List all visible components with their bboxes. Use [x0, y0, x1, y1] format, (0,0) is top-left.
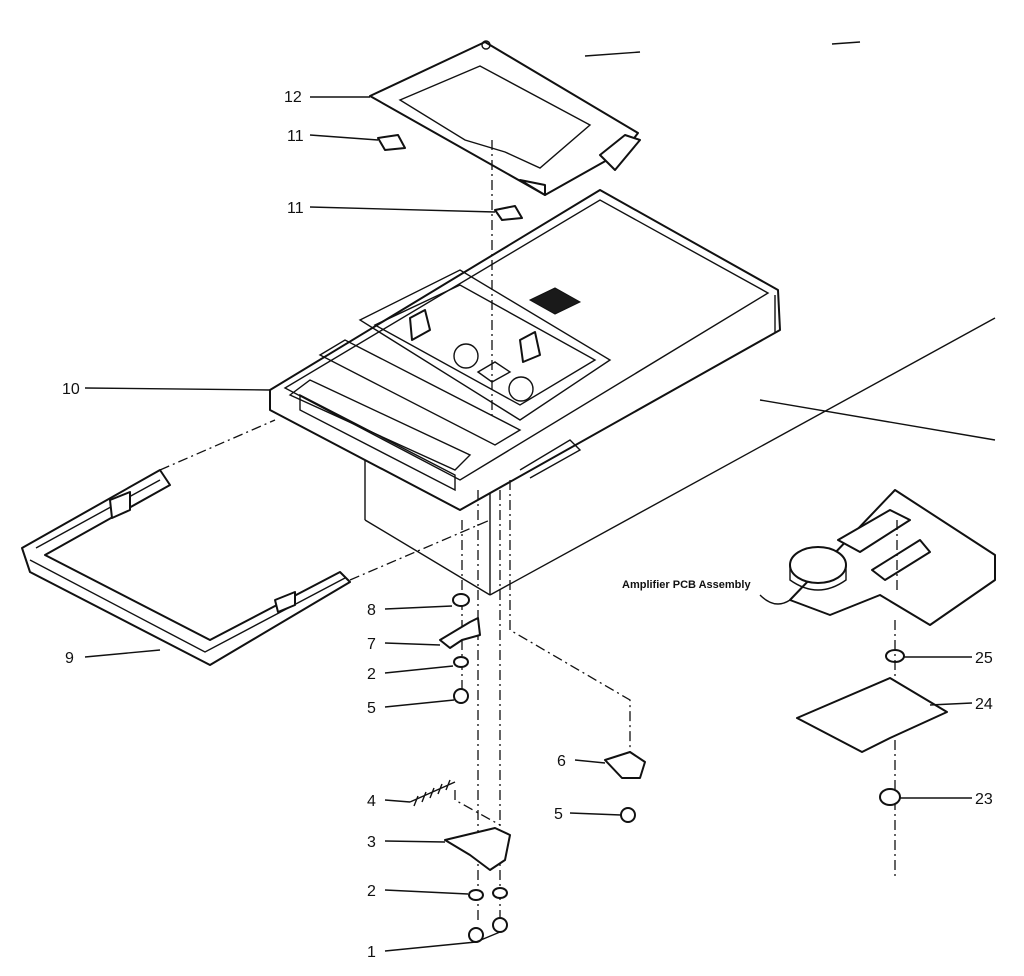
callout-7: 7 — [367, 636, 376, 653]
callout-11: 11 — [287, 200, 304, 217]
part-3-bracket — [444, 827, 511, 871]
stray-mark — [831, 41, 861, 45]
leader-10 — [84, 387, 271, 391]
callout-8: 8 — [367, 602, 376, 619]
part-4-spring — [409, 779, 456, 807]
part-12-cassette-door — [369, 40, 641, 196]
part-2-washer-upper — [453, 656, 469, 668]
callout-11: 11 — [287, 128, 304, 145]
amplifier-pcb-label: Amplifier PCB Assembly — [622, 579, 751, 591]
leader-3 — [384, 840, 446, 843]
part-6-latch — [604, 751, 646, 779]
leader-7 — [384, 642, 441, 646]
leader-6 — [574, 759, 606, 764]
part-1-screw-right — [492, 917, 508, 933]
amplifier-pcb-assembly — [789, 489, 996, 626]
leader-1 — [384, 931, 501, 952]
panel-edge — [759, 399, 996, 441]
callout-3: 3 — [367, 834, 376, 851]
callout-23: 23 — [975, 791, 993, 808]
dash-line — [349, 519, 491, 581]
leader-5b — [569, 812, 622, 816]
part-5-screw-lower — [620, 807, 636, 823]
part-11-tab-lower — [494, 205, 523, 221]
callout-10: 10 — [62, 381, 80, 398]
callout-4: 4 — [367, 793, 376, 810]
callout-25: 25 — [975, 650, 993, 667]
leader-5a — [384, 699, 455, 708]
part-10-deck-housing — [269, 189, 781, 511]
part-7-lever — [439, 617, 481, 649]
part-23-screw — [879, 788, 901, 806]
axis-line — [509, 480, 631, 760]
leader-4 — [384, 799, 411, 803]
stray-mark — [584, 51, 641, 57]
part-9-bezel-frame — [21, 469, 351, 666]
amplifier-leader — [759, 594, 791, 605]
part-5-screw-upper — [453, 688, 469, 704]
callout-6: 6 — [557, 753, 566, 770]
callout-5: 5 — [554, 806, 563, 823]
callout-24: 24 — [975, 696, 993, 713]
axis-line — [454, 790, 501, 826]
leader-24 — [929, 702, 973, 706]
leader-11b — [309, 206, 496, 213]
panel-edge — [489, 317, 996, 596]
callout-2: 2 — [367, 666, 376, 683]
leader-2b — [384, 889, 469, 895]
part-24-insulator — [796, 677, 948, 753]
dash-line — [159, 419, 276, 471]
leader-9 — [84, 649, 161, 658]
leader-11a — [309, 134, 379, 141]
callout-1: 1 — [367, 944, 376, 961]
callout-9: 9 — [65, 650, 74, 667]
leader-2a — [384, 665, 454, 674]
callout-5: 5 — [367, 700, 376, 717]
leader-8 — [384, 605, 453, 610]
panel-edge — [364, 519, 491, 596]
part-2-washer-lower-left — [468, 889, 484, 901]
part-2-washer-lower-right — [492, 887, 508, 899]
callout-2: 2 — [367, 883, 376, 900]
callout-12: 12 — [284, 89, 302, 106]
part-11-tab-upper — [377, 134, 406, 151]
part-8-washer — [452, 593, 470, 607]
